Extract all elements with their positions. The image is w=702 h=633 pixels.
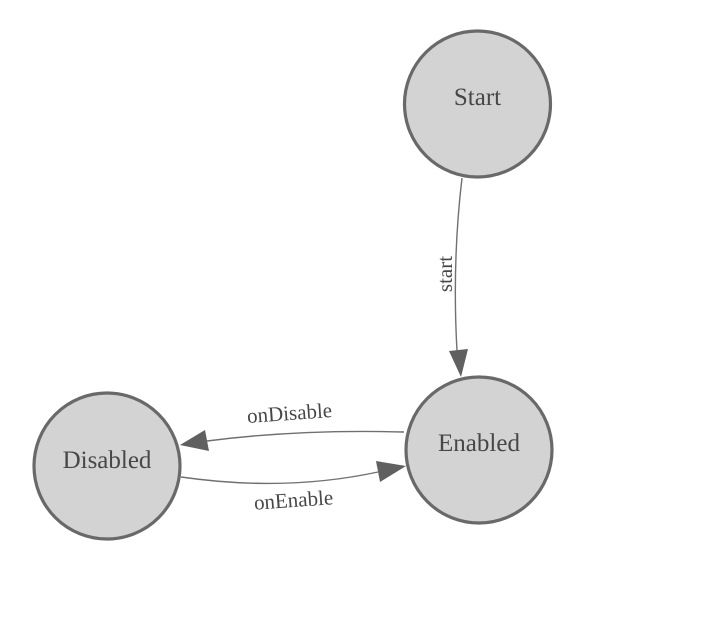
- edge-onenable-line: [180, 471, 379, 485]
- edge-disabled-to-enabled: onEnable: [180, 461, 406, 515]
- edge-start-line: [454, 177, 463, 352]
- edge-ondisable-line: [206, 430, 405, 442]
- state-node-disabled[interactable]: Disabled: [32, 391, 182, 541]
- edge-start-to-enabled: start: [433, 177, 468, 377]
- edge-label-onenable: onEnable: [253, 485, 334, 514]
- edge-label-start: start: [433, 256, 457, 292]
- arrowhead-icon: [376, 461, 406, 482]
- state-circle-start[interactable]: [402, 29, 553, 179]
- state-label-disabled: Disabled: [63, 447, 152, 474]
- edge-label-ondisable: onDisable: [246, 398, 333, 428]
- arrowhead-icon: [180, 430, 209, 451]
- edge-enabled-to-disabled: onDisable: [180, 398, 405, 451]
- state-circle-disabled[interactable]: [32, 391, 182, 541]
- arrowhead-icon: [449, 349, 468, 377]
- state-node-enabled[interactable]: Enabled: [404, 375, 554, 525]
- state-label-enabled: Enabled: [438, 430, 520, 457]
- state-label-start: Start: [454, 84, 501, 111]
- state-circle-enabled[interactable]: [404, 375, 554, 525]
- state-node-start[interactable]: Start: [402, 29, 553, 179]
